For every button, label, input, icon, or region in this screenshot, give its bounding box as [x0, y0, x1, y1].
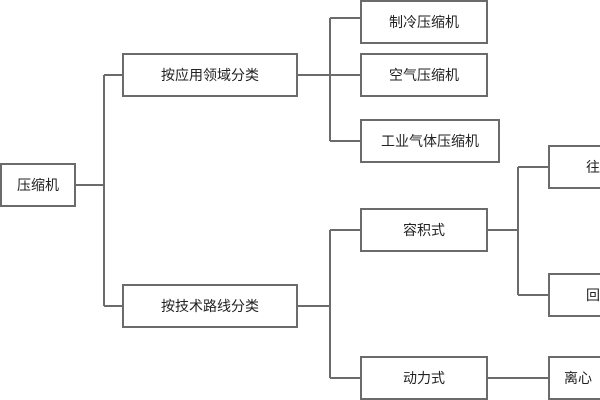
node-compressor: 压缩机: [0, 163, 76, 207]
node-industrial-gas-compressor: 工业气体压缩机: [360, 119, 500, 163]
node-by-technology: 按技术路线分类: [122, 284, 298, 328]
node-reciprocating-partial: 往: [548, 145, 600, 189]
node-dynamic: 动力式: [360, 356, 488, 400]
node-centrifugal-partial: 离心: [548, 356, 600, 400]
node-positive-displacement: 容积式: [360, 208, 488, 252]
node-rotary-partial: 回: [548, 273, 600, 317]
node-by-application: 按应用领域分类: [122, 53, 298, 97]
node-air-compressor: 空气压缩机: [360, 53, 488, 97]
node-refrigeration-compressor: 制冷压缩机: [360, 0, 488, 44]
